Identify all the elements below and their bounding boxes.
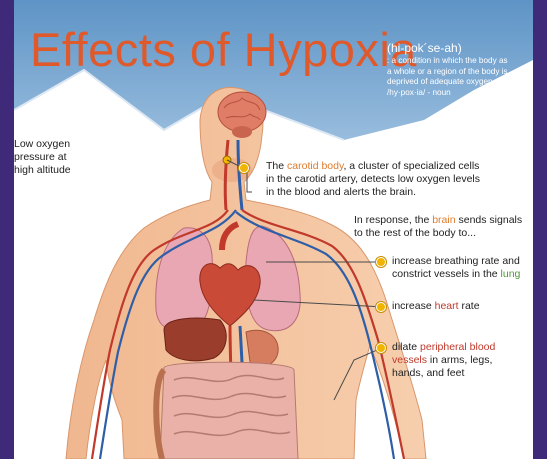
carotid-bullet xyxy=(239,163,249,173)
lung-highlight: lung xyxy=(501,268,521,280)
text-fragment: rate xyxy=(459,300,480,312)
infographic-panel: Effects of Hypoxia (hi-pok´se-ah) : a co… xyxy=(14,0,533,459)
dilate-text-line3: hands, and feet xyxy=(392,367,464,380)
text-fragment: , a cluster of specialized cells xyxy=(343,160,479,172)
definition: : a condition in which the body as a who… xyxy=(387,56,533,98)
text-fragment: increase xyxy=(392,300,435,312)
response-text-line2: to the rest of the body to... xyxy=(354,227,476,240)
peripheral-blood-highlight: peripheral blood xyxy=(420,341,495,353)
carotid-text-line1: The carotid body, a cluster of specializ… xyxy=(266,160,479,173)
dilate-text-line2: vessels in arms, legs, xyxy=(392,354,492,367)
low-oxygen-label: Low oxygen pressure at high altitude xyxy=(14,138,71,177)
page-title: Effects of Hypoxia xyxy=(30,22,417,77)
carotid-text-line3: in the blood and alerts the brain. xyxy=(266,186,416,199)
brain-highlight: brain xyxy=(432,214,455,226)
breathing-text-line1: increase breathing rate and xyxy=(392,255,520,268)
text-fragment: in arms, legs, xyxy=(427,354,492,366)
liver xyxy=(164,318,226,361)
definition-line: /hy·pox·ia/ - noun xyxy=(387,88,533,99)
definition-line: deprived of adequate oxygen supply. xyxy=(387,77,533,88)
text-fragment: The xyxy=(266,160,287,172)
response-text-line1: In response, the brain sends signals xyxy=(354,214,522,227)
text-fragment: constrict vessels in the xyxy=(392,268,501,280)
low-oxygen-line: Low oxygen xyxy=(14,138,71,151)
low-oxygen-line: high altitude xyxy=(14,164,71,177)
low-oxygen-line: pressure at xyxy=(14,151,71,164)
text-fragment: dilate xyxy=(392,341,420,353)
dilate-text-line1: dilate peripheral blood xyxy=(392,341,495,354)
right-border xyxy=(533,0,547,459)
definition-line: : a condition in which the body as xyxy=(387,56,533,67)
heart-text: increase heart rate xyxy=(392,300,480,313)
vessels-highlight: vessels xyxy=(392,354,427,366)
text-fragment: sends signals xyxy=(456,214,523,226)
breathing-text-line2: constrict vessels in the lung xyxy=(392,268,520,281)
heart-bullet xyxy=(376,302,386,312)
dilate-bullet xyxy=(376,343,386,353)
carotid-body-highlight: carotid body xyxy=(287,160,343,172)
carotid-text-line2: in the carotid artery, detects low oxyge… xyxy=(266,173,480,186)
heart-highlight: heart xyxy=(435,300,459,312)
definition-line: a whole or a region of the body is xyxy=(387,67,533,78)
text-fragment: In response, the xyxy=(354,214,432,226)
breathing-bullet xyxy=(376,257,386,267)
left-border xyxy=(0,0,14,459)
intestines xyxy=(156,362,298,459)
pronunciation: (hi-pok´se-ah) xyxy=(387,41,462,55)
